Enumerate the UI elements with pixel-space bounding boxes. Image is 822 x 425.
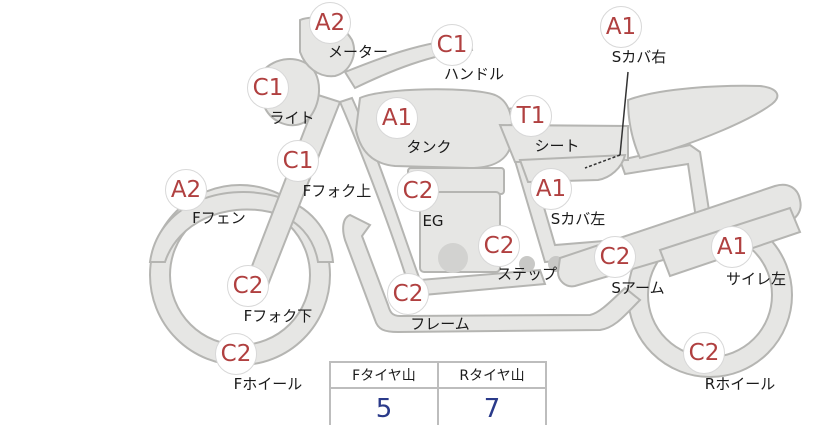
rear-tire-value: 7 [437, 387, 547, 425]
part-label-front-fender: Fフェン [192, 209, 246, 227]
leader-line-dash [584, 154, 621, 169]
frame-shape [342, 213, 642, 334]
part-label-seat-cover-right: Sカバ右 [611, 48, 667, 66]
grade-badge-tank: A1 [376, 97, 418, 139]
grade-badge-step: C2 [478, 225, 520, 267]
part-label-front-fork-lower: Fフォク下 [243, 307, 313, 325]
grade-badge-front-wheel: C2 [215, 333, 257, 375]
leader-line [619, 71, 629, 156]
grade-badge-seat-cover-left: A1 [530, 168, 572, 210]
part-label-step: ステップ [496, 265, 558, 283]
grade-badge-muffler-left: A1 [711, 226, 753, 268]
grade-badge-meter: A2 [309, 2, 351, 44]
part-label-handle: ハンドル [443, 65, 505, 83]
part-label-seat-cover-left: Sカバ左 [550, 210, 606, 228]
rear-tire-header: Rタイヤ山 [437, 361, 547, 389]
grade-badge-front-fork-upper: C1 [277, 140, 319, 182]
grade-badge-front-fork-lower: C2 [227, 265, 269, 307]
part-label-front-fork-upper: Fフォク上 [302, 182, 372, 200]
part-label-seat: シート [534, 137, 580, 155]
tail-cowl-shape [626, 84, 779, 160]
grade-badge-seat: T1 [510, 95, 552, 137]
grade-badge-engine: C2 [397, 170, 439, 212]
front-tire-value: 5 [329, 387, 439, 425]
part-label-swing-arm: Sアーム [611, 279, 665, 297]
grade-badge-swing-arm: C2 [594, 236, 636, 278]
part-label-frame: フレーム [410, 315, 470, 333]
grade-badge-frame: C2 [387, 273, 429, 315]
part-label-tank: タンク [406, 138, 452, 156]
grade-badge-seat-cover-right: A1 [600, 6, 642, 48]
part-label-meter: メーター [327, 43, 389, 61]
grade-badge-rear-wheel: C2 [683, 332, 725, 374]
part-label-light: ライト [269, 109, 315, 127]
step-peg-shape [519, 256, 535, 272]
grade-badge-light: C1 [247, 67, 289, 109]
part-label-rear-wheel: Rホイール [704, 375, 776, 393]
part-label-engine: EG [422, 212, 444, 230]
grade-badge-handle: C1 [431, 24, 473, 66]
part-label-front-wheel: Fホイール [233, 375, 303, 393]
grade-badge-front-fender: A2 [165, 169, 207, 211]
engine-cover-shape [438, 243, 468, 273]
front-tire-header: Fタイヤ山 [329, 361, 439, 389]
part-label-muffler-left: サイレ左 [725, 270, 787, 288]
tire-tread-table: Fタイヤ山 Rタイヤ山 5 7 [329, 361, 547, 425]
